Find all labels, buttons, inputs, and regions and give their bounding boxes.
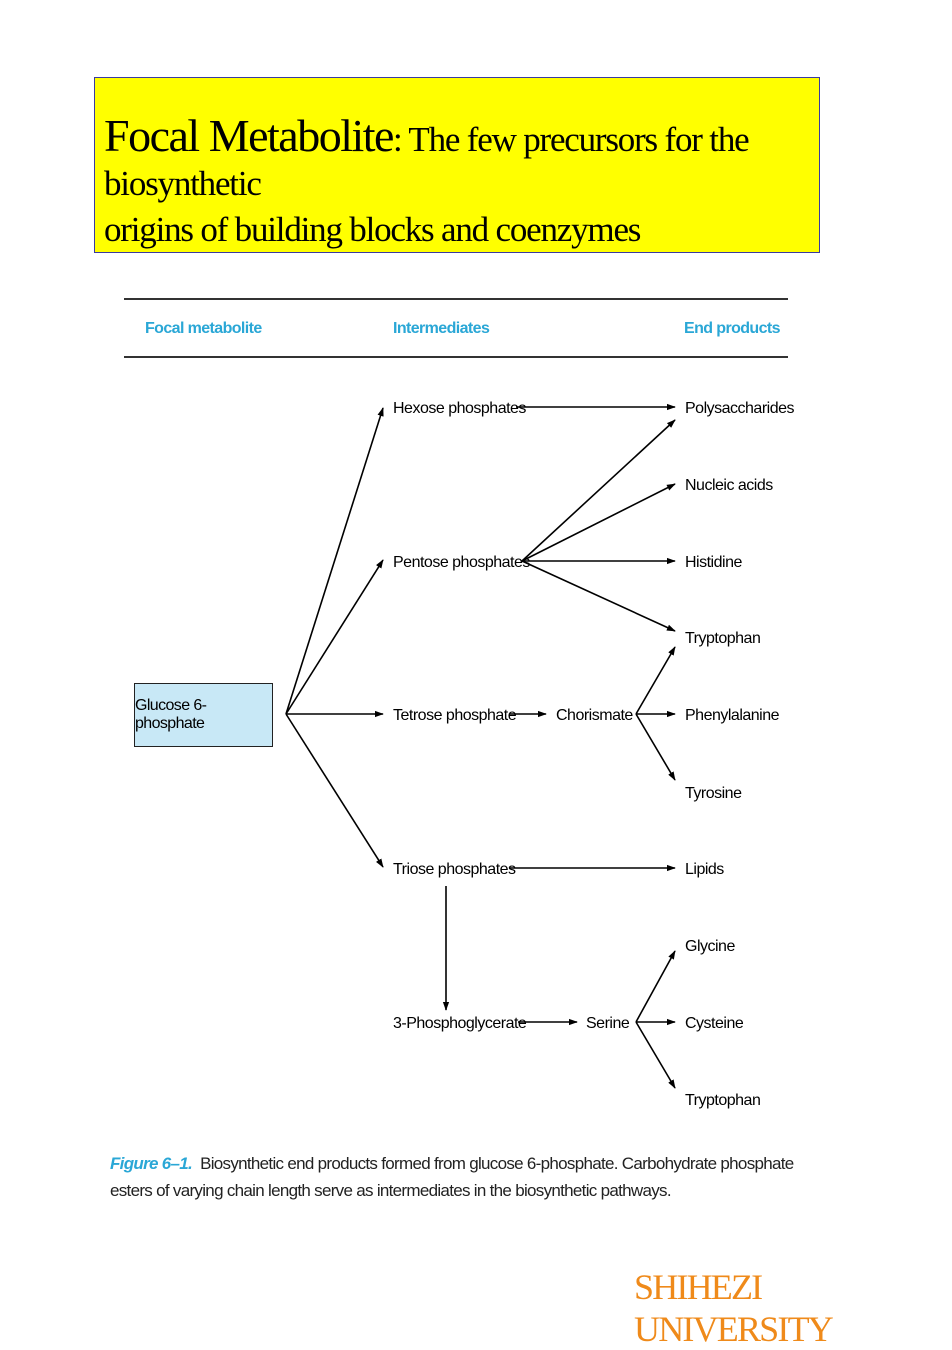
arrow-glucose-to-hexose — [285, 407, 384, 715]
node-serine: Serine — [586, 1015, 630, 1032]
caption-text: Biosynthetic end products formed from gl… — [110, 1154, 794, 1200]
node-cysteine: Cysteine — [685, 1015, 744, 1032]
arrow-pentose-to-tryptophan — [521, 560, 676, 632]
node-hexose-phosphates: Hexose phosphates — [393, 400, 526, 417]
arrow-chorismate-to-tyrosine — [635, 713, 676, 781]
node-tyrosine: Tyrosine — [685, 785, 742, 802]
header-intermediates: Intermediates — [393, 320, 490, 337]
arrow-pentose-to-nucleic-acids — [521, 483, 676, 562]
node-polysaccharides: Polysaccharides — [685, 400, 795, 417]
node-tryptophan-2: Tryptophan — [685, 1092, 760, 1109]
node-histidine: Histidine — [685, 554, 742, 571]
table-top-rule — [124, 298, 788, 300]
header-end-products: End products — [684, 320, 781, 337]
arrow-serine-to-glycine — [635, 950, 676, 1023]
node-triose-phosphates: Triose phosphates — [393, 861, 516, 878]
focal-metabolite-label: Glucose 6-phosphate — [135, 697, 207, 732]
node-tryptophan-1: Tryptophan — [685, 630, 760, 647]
node-pentose-phosphates: Pentose phosphates — [393, 554, 530, 571]
node-glycine: Glycine — [685, 938, 735, 955]
focal-metabolite-box: Glucose 6-phosphate — [134, 683, 273, 747]
figure-label: Figure 6–1. — [110, 1154, 193, 1173]
node-nucleic-acids: Nucleic acids — [685, 477, 773, 494]
title-rest: : The few precursors for the biosyntheti… — [104, 120, 750, 204]
node-3-phosphoglycerate: 3-Phosphoglycerate — [393, 1015, 527, 1032]
node-chorismate: Chorismate — [556, 707, 633, 724]
arrow-serine-to-tryptophan — [635, 1021, 676, 1089]
node-phenylalanine: Phenylalanine — [685, 707, 780, 724]
title-banner: Focal Metabolite: The few precursors for… — [94, 77, 820, 253]
title-line2: origins of building blocks and coenzymes — [104, 210, 641, 250]
header-focal-metabolite: Focal metabolite — [145, 320, 262, 337]
arrow-glucose-to-triose — [285, 713, 384, 868]
node-tetrose-phosphate: Tetrose phosphate — [393, 707, 517, 724]
university-footer: SHIHEZI UNIVERSITY — [634, 1267, 834, 1349]
title-lead: Focal Metabolite — [104, 110, 394, 161]
table-header-rule — [124, 356, 788, 358]
figure-caption: Figure 6–1.Biosynthetic end products for… — [110, 1150, 810, 1204]
arrow-chorismate-to-tryptophan — [635, 646, 676, 715]
arrow-pentose-to-polysaccharides — [521, 419, 676, 562]
arrow-glucose-to-pentose — [285, 559, 384, 715]
node-lipids: Lipids — [685, 861, 724, 878]
